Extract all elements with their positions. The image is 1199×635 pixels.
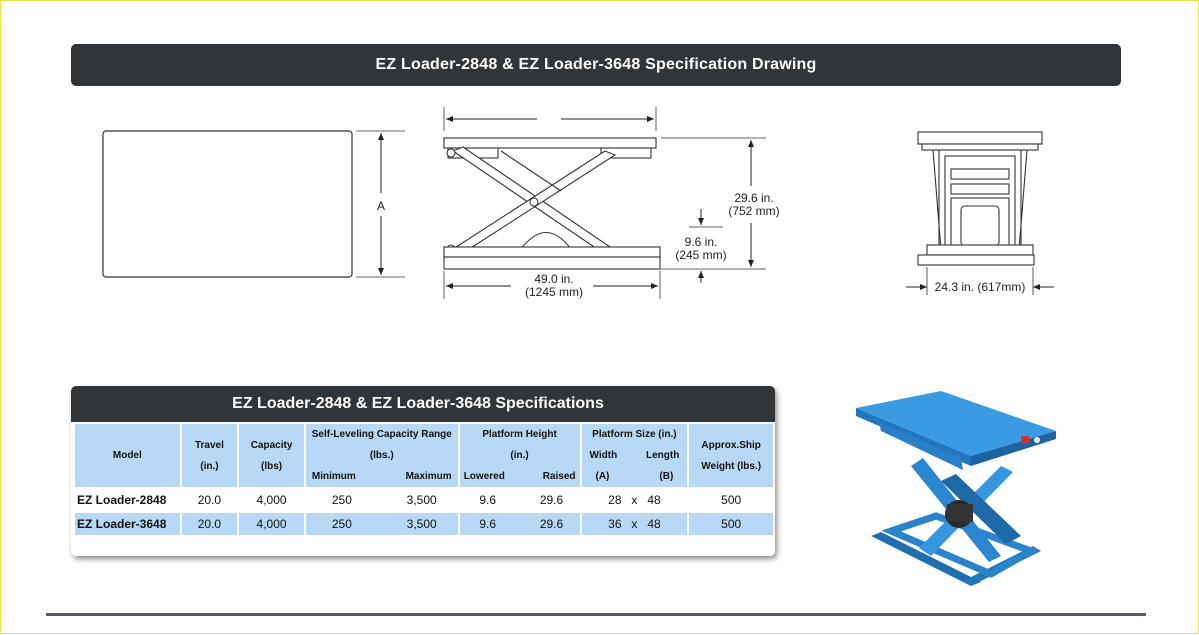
base-width-dimension: 24.3 in. (617mm) [906,267,1054,295]
weight-header: Approx.Ship Weight (lbs.) [689,424,773,487]
row-model: EZ Loader-3648 [75,513,180,535]
travel-header: Travel (in.) [181,424,238,487]
row-travel: 20.0 [181,513,238,535]
self-leveling-header: Self-Leveling Capacity Range (lbs.) Mini… [305,424,458,487]
base-width-text: 24.3 in. (617mm) [935,280,1026,294]
raised-height-in: 29.6 in. [734,191,773,205]
scissor-lift-picture [856,391,1056,586]
row-capacity: 4,000 [239,513,304,535]
end-view [917,131,1043,266]
row-weight: 500 [689,513,773,535]
row-model: EZ Loader-2848 [77,493,167,507]
row-capacity: 4,000 [256,493,287,507]
raised-height-mm: (752 mm) [728,204,779,218]
product-image [856,391,1056,586]
dimension-a-label: A [377,199,385,213]
top-view: A [102,130,405,278]
height-dimensions: 29.6 in. (752 mm) 9.6 in. (245 mm) 49.0 … [443,137,780,299]
row-weight: 500 [721,493,742,507]
footer-divider [46,613,1146,616]
capacity-header: Capacity (lbs) [239,424,304,487]
row-travel: 20.0 [197,493,222,507]
base-length-in: 49.0 in. [534,272,573,286]
lowered-height-mm: (245 mm) [675,248,726,262]
page-title: EZ Loader-2848 & EZ Loader-3648 Specific… [71,44,1121,86]
side-view [443,107,661,270]
table-header-row: Model Travel (in.) Capacity (lbs) Self-L… [75,424,773,487]
specifications-card: EZ Loader-2848 & EZ Loader-3648 Specific… [71,386,775,556]
base-length-mm: (1245 mm) [525,285,583,299]
specifications-title: EZ Loader-2848 & EZ Loader-3648 Specific… [71,386,775,422]
specifications-table: Model Travel (in.) Capacity (lbs) Self-L… [73,422,775,537]
lowered-height-in: 9.6 in. [685,235,718,249]
model-header: Model [75,424,180,487]
